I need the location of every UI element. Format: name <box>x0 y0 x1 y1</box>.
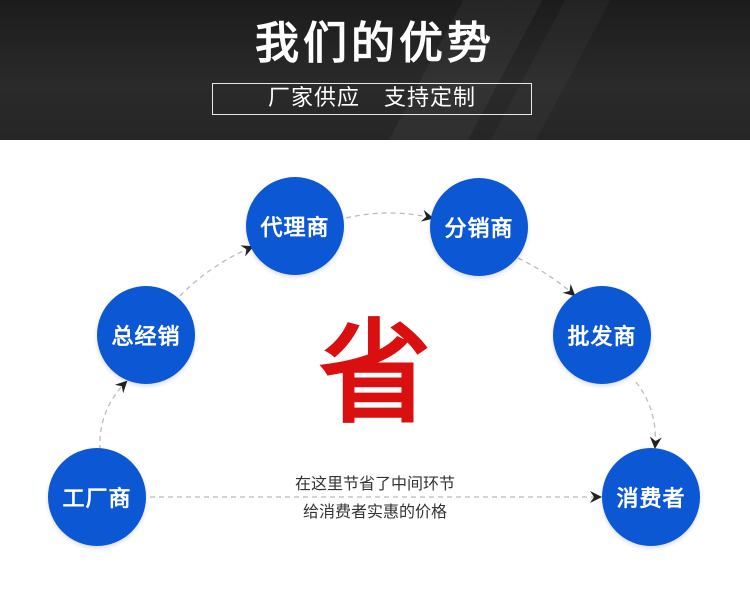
subtitle-box: 厂家供应 支持定制 <box>212 83 532 115</box>
node-distributor: 分销商 <box>430 178 528 276</box>
node-agent: 代理商 <box>246 177 344 275</box>
arrow-agent-to-distributor <box>345 209 434 222</box>
node-consumer: 消费者 <box>602 448 700 546</box>
arrow-factory-to-general <box>99 380 128 451</box>
caption-line-2: 给消费者实惠的价格 <box>302 502 447 521</box>
page-title: 我们的优势 <box>255 18 495 69</box>
save-emblem-char: 省 <box>319 308 431 439</box>
node-wholesaler: 批发商 <box>553 286 651 384</box>
arrow-distributor-to-wholesaler <box>517 257 576 297</box>
node-factory: 工厂商 <box>48 448 146 546</box>
node-general-dealer: 总经销 <box>97 286 195 384</box>
header-banner: 我们的优势 厂家供应 支持定制 <box>0 0 750 140</box>
arrow-wholesaler-to-consumer <box>635 381 662 449</box>
arrow-general-to-agent <box>179 245 254 297</box>
caption-line-1: 在这里节省了中间环节 <box>294 474 455 493</box>
